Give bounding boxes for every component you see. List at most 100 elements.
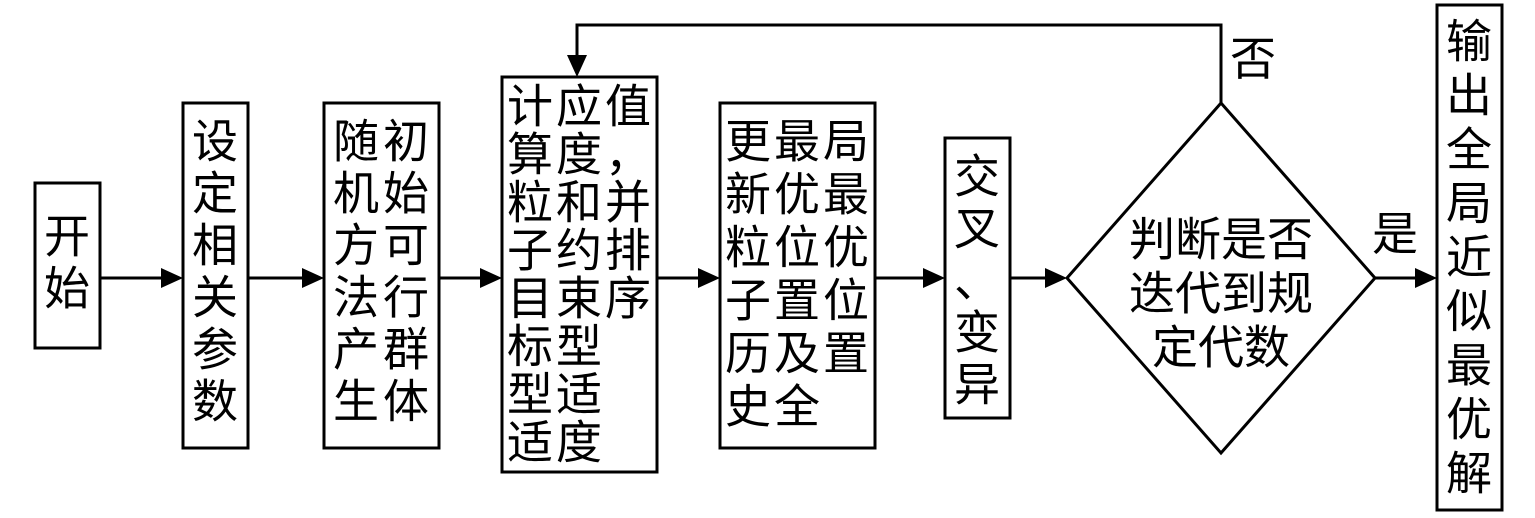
update-best-text-char: 子 (725, 274, 771, 328)
init-population-text-char: 方 (333, 219, 379, 273)
init-population-text-char: 行 (383, 271, 429, 325)
crossover-text-char: 叉 (954, 202, 1000, 256)
crossover-text: 交叉、变异 (954, 150, 1000, 412)
yes-label: 是 (1372, 207, 1418, 261)
compute-fitness-text-char: 度 (556, 416, 602, 470)
update-best-text-char: 新 (725, 168, 771, 222)
arrowhead-params (161, 268, 183, 288)
update-best-text-char: 位 (823, 274, 869, 328)
compute-fitness-text-char: 适 (556, 368, 602, 422)
compute-fitness-text-char: 目 (507, 272, 553, 326)
update-best-text-char: 史 (725, 380, 771, 434)
start-text: 开始 (44, 210, 90, 316)
arrowhead-loop (567, 55, 587, 77)
output-text-char: 似 (1446, 285, 1492, 339)
update-best-text-char: 位 (774, 221, 820, 275)
update-best-text-char: 最 (823, 168, 869, 222)
compute-fitness-text-char: ， (605, 128, 651, 182)
set-params-text-char: 参 (192, 323, 238, 377)
output-text-char: 近 (1446, 231, 1492, 285)
compute-fitness-text-char: 值 (605, 80, 651, 134)
compute-fitness-text-char: 计 (507, 80, 553, 134)
update-best-text-char: 置 (774, 274, 820, 328)
update-best-box (718, 101, 877, 450)
loop-back-line (575, 23, 1223, 103)
arrowhead-decision (1045, 268, 1067, 288)
compute-fitness-text-char: 度 (556, 128, 602, 182)
compute-fitness-text-char: 束 (556, 272, 602, 326)
compute-fitness-text-char: 和 (556, 176, 602, 230)
compute-fitness-text-char: 并 (605, 176, 651, 230)
compute-fitness-text-char: 约 (556, 224, 602, 278)
compute-fitness-text-char: 型 (507, 368, 553, 422)
set-params-text-char: 关 (192, 271, 238, 325)
output-text-char: 出 (1446, 69, 1492, 123)
compute-fitness-text-char: 序 (605, 272, 651, 326)
output-text-char: 优 (1446, 393, 1492, 447)
crossover-text-char: 异 (954, 358, 1000, 412)
output-text-char: 最 (1446, 339, 1492, 393)
compute-fitness-text-char: 排 (605, 224, 651, 278)
compute-fitness-text-char: 型 (556, 320, 602, 374)
update-best-text-char: 置 (823, 327, 869, 381)
arrowhead-fitness (480, 268, 502, 288)
start-box (33, 181, 102, 350)
crossover-text-char: 交 (954, 150, 1000, 204)
update-best-text-char: 局 (823, 115, 869, 169)
init-population-text-char: 生 (333, 375, 379, 429)
compute-fitness-text-char: 标 (507, 320, 553, 374)
init-population-text-char: 机 (333, 167, 379, 221)
decision-text-line: 定代数 (1152, 321, 1290, 375)
crossover-text-char: 、 (954, 254, 1000, 308)
init-population-text-char: 产 (333, 323, 379, 377)
update-best-text-char: 优 (774, 168, 820, 222)
init-population-text-char: 始 (383, 167, 429, 221)
arrowhead-crossover (923, 268, 945, 288)
compute-fitness-text-char: 粒 (507, 176, 553, 230)
init-population-text-char: 体 (383, 375, 429, 429)
set-params-text-char: 数 (192, 375, 238, 429)
init-population-text-char: 初 (383, 115, 429, 169)
output-text-char: 全 (1446, 123, 1492, 177)
compute-fitness-box (500, 75, 659, 474)
arrowhead-update (698, 268, 720, 288)
set-params-text-char: 相 (192, 219, 238, 273)
output-text-char: 局 (1446, 177, 1492, 231)
init-population-text-char: 可 (383, 219, 429, 273)
update-best-text-char: 优 (823, 221, 869, 275)
update-best-text-char: 更 (725, 115, 771, 169)
set-params-text-char: 定 (192, 167, 238, 221)
update-best-text-char: 最 (774, 115, 820, 169)
init-population-text-char: 随 (333, 115, 379, 169)
update-best-text-char: 粒 (725, 221, 771, 275)
arrowhead-output (1415, 268, 1437, 288)
update-best-text-char: 全 (774, 380, 820, 434)
compute-fitness-text-char: 子 (507, 224, 553, 278)
arrowhead-init (302, 268, 324, 288)
start-text-char: 开 (44, 210, 90, 264)
update-best-text-char: 及 (774, 327, 820, 381)
decision-diamond (1065, 100, 1377, 456)
decision-text-line: 判断是否 (1129, 213, 1313, 267)
output-text-char: 输 (1446, 15, 1492, 69)
decision-text-line: 迭代到规 (1129, 267, 1313, 321)
compute-fitness-text-char: 适 (507, 416, 553, 470)
init-population-text-char: 群 (383, 323, 429, 377)
set-params-box (181, 101, 250, 450)
init-population-box (322, 101, 441, 450)
crossover-text-char: 变 (954, 306, 1000, 360)
output-box (1435, 3, 1504, 512)
compute-fitness-text-char: 算 (507, 128, 553, 182)
output-text-char: 解 (1446, 447, 1492, 501)
update-best-text-char: 历 (725, 327, 771, 381)
init-population-text-char: 法 (333, 271, 379, 325)
set-params-text-char: 设 (192, 115, 238, 169)
start-text-char: 始 (44, 262, 90, 316)
